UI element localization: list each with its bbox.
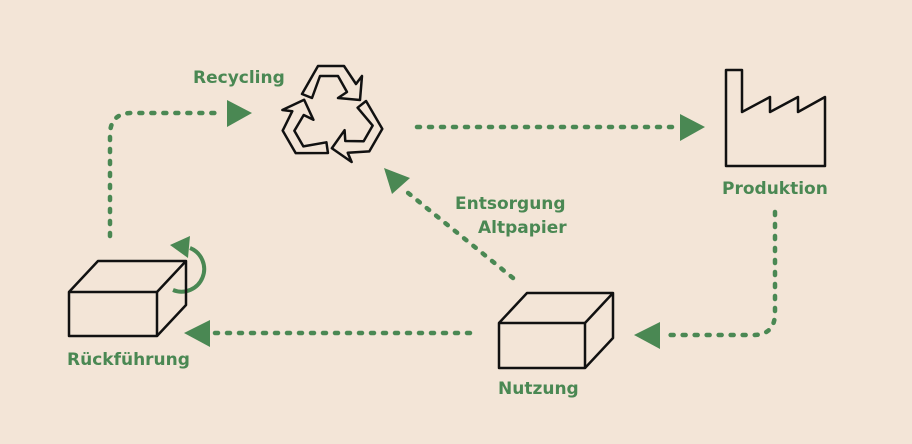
flow-produktion-to-nutzung [661,209,778,338]
box-icon [67,259,188,338]
label-rueckfuehrung: Rückführung [67,350,190,370]
circular-arrow-icon [170,236,207,294]
flow-nutzung-to-recycling [399,185,516,281]
arrowhead-icon [227,100,252,127]
flow-rueckfuehrung-to-recycling [107,110,225,239]
box-icon [497,291,615,370]
arrowhead-icon [634,322,660,349]
recycling-icon [281,64,384,164]
label-recycling: Recycling [193,68,285,88]
label-altpapier: Altpapier [478,218,567,238]
label-produktion: Produktion [722,179,828,199]
arrowhead-icon [184,320,210,347]
label-nutzung: Nutzung [498,379,579,399]
factory-icon [724,68,827,168]
arrowhead-icon [680,114,705,141]
arrowhead-icon [384,168,410,194]
label-entsorgung: Entsorgung [455,194,566,214]
